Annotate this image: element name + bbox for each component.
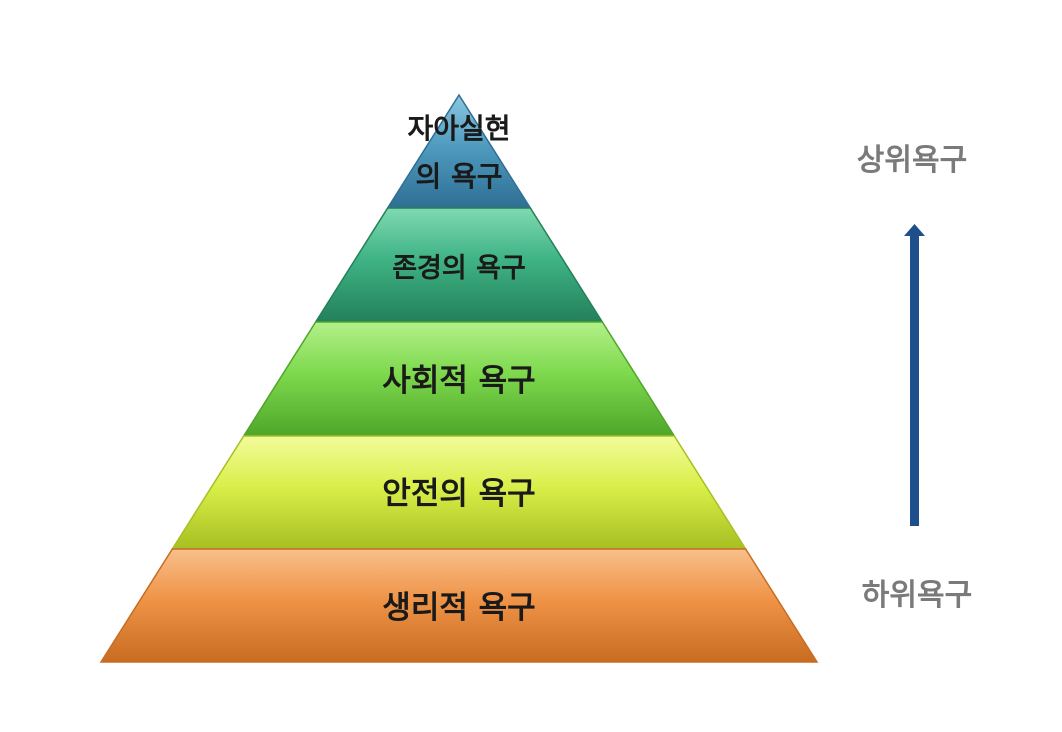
level-self-actualization-label-line1: 자아실현 xyxy=(407,112,510,145)
level-social-label: 사회적 욕구 xyxy=(382,363,535,399)
level-esteem: 존경의 욕구 xyxy=(314,207,604,323)
pyramid: 자아실현 의 욕구 존경의 욕구 사회적 욕구 안전의 욕구 생리적 욕구 xyxy=(99,93,819,663)
upward-arrow xyxy=(904,224,925,526)
level-physiological-shape xyxy=(99,548,819,663)
upper-needs-label: 상위욕구 xyxy=(857,143,967,178)
arrow-shaft xyxy=(910,234,919,526)
level-safety: 안전의 욕구 xyxy=(170,435,748,550)
level-social: 사회적 욕구 xyxy=(242,321,676,437)
level-safety-label: 안전의 욕구 xyxy=(382,476,535,512)
lower-needs-label: 하위욕구 xyxy=(862,578,972,613)
level-self-actualization-label-line2: 의 욕구 xyxy=(415,160,502,193)
level-self-actualization: 자아실현 의 욕구 xyxy=(386,93,532,209)
level-physiological-label: 생리적 욕구 xyxy=(382,590,535,626)
arrow-head-icon xyxy=(904,224,925,236)
level-physiological: 생리적 욕구 xyxy=(99,548,819,663)
level-esteem-label: 존경의 욕구 xyxy=(392,253,526,284)
